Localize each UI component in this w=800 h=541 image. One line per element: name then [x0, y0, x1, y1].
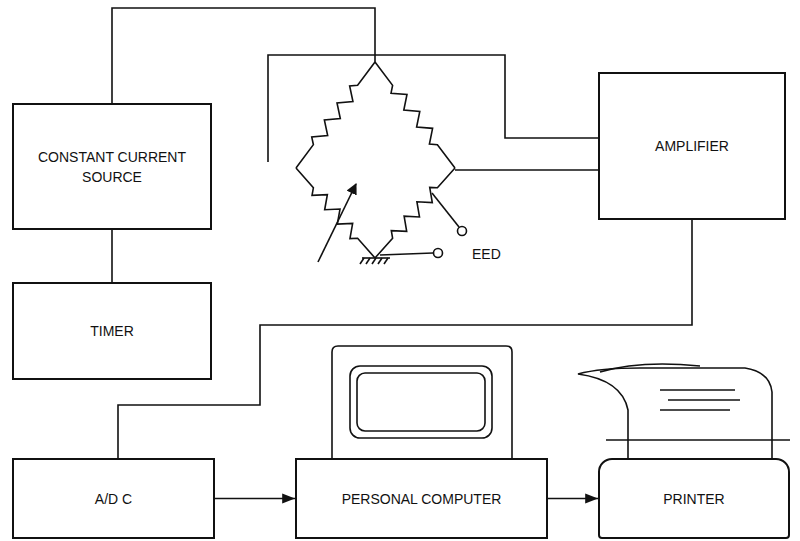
resistor-symbol — [296, 62, 375, 168]
box-label: AMPLIFIER — [655, 136, 729, 156]
source-box: CONSTANT CURRENT SOURCE — [12, 103, 212, 230]
amplifier-box: AMPLIFIER — [598, 72, 786, 220]
printer-paper — [578, 368, 772, 458]
printer-body — [606, 439, 790, 441]
ground-symbol — [360, 258, 364, 264]
terminal-lead — [432, 193, 459, 227]
paper-line — [668, 399, 740, 401]
signal-wire — [455, 169, 598, 171]
monitor-screen — [357, 373, 485, 431]
monitor-screen — [350, 366, 492, 438]
box-label: PERSONAL COMPUTER — [342, 489, 502, 509]
ground-symbol — [384, 258, 388, 264]
ground-symbol — [372, 258, 376, 264]
flow-arrow — [548, 498, 598, 500]
ground-symbol — [366, 258, 370, 264]
resistor-symbol — [375, 168, 455, 258]
device-label: EED — [470, 246, 503, 262]
paper-line — [660, 389, 735, 391]
ground-symbol — [378, 258, 382, 264]
box-label: A/D C — [95, 489, 132, 509]
computer-box: PERSONAL COMPUTER — [295, 458, 548, 539]
printer-box: PRINTER — [598, 458, 790, 539]
signal-wire — [111, 230, 113, 282]
resistor-symbol — [375, 62, 455, 168]
timer-box: TIMER — [12, 282, 212, 380]
converter-box: A/D C — [12, 458, 215, 539]
wiring — [112, 8, 790, 458]
paper-line — [660, 409, 730, 411]
box-label: PRINTER — [663, 489, 724, 509]
monitor-housing — [332, 346, 512, 458]
eed-terminal — [434, 249, 443, 258]
printer-paper — [600, 364, 700, 372]
box-label: CONSTANT CURRENT SOURCE — [24, 147, 200, 187]
eed-terminal — [458, 227, 467, 236]
flow-arrow — [215, 498, 295, 500]
signal-wire — [268, 55, 598, 162]
box-label: TIMER — [90, 321, 134, 341]
terminal-lead — [380, 253, 433, 255]
resistor-bridge — [296, 62, 455, 258]
resistor-symbol — [296, 168, 375, 258]
